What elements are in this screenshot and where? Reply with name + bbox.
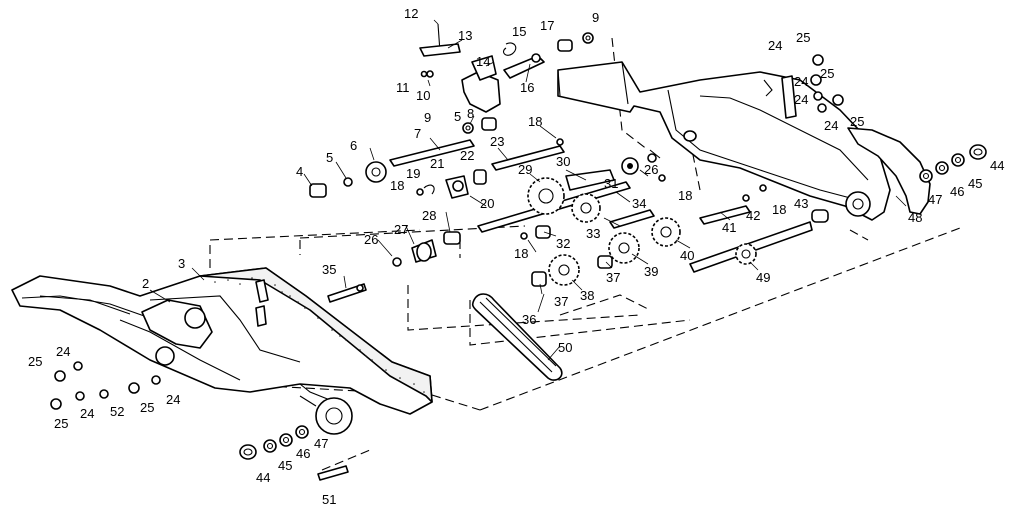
callout-48: 48: [908, 210, 922, 225]
callout-7: 7: [414, 126, 421, 141]
callout-41: 41: [722, 220, 736, 235]
callout-18-e: 18: [772, 202, 786, 217]
callout-17: 17: [540, 18, 554, 33]
callout-37-b: 37: [554, 294, 568, 309]
callout-43: 43: [794, 196, 808, 211]
callout-9-b: 9: [424, 110, 431, 125]
callout-27: 27: [394, 222, 408, 237]
callout-31: 31: [604, 176, 618, 191]
callout-35: 35: [322, 262, 336, 277]
callout-42: 42: [746, 208, 760, 223]
right-frame-plate: [557, 61, 891, 221]
callout-30: 30: [556, 154, 570, 169]
callout-24: 24: [768, 38, 782, 53]
callout-44-b: 44: [256, 470, 270, 485]
callout-24-d: 24: [824, 118, 838, 133]
callout-12: 12: [404, 6, 418, 21]
callout-34: 34: [632, 196, 646, 211]
callout-29: 29: [518, 162, 532, 177]
shafts-and-sprockets: [309, 138, 829, 303]
callout-10: 10: [416, 88, 430, 103]
callout-26-b: 26: [364, 232, 378, 247]
callout-11: 11: [396, 80, 410, 95]
callout-18-c: 18: [678, 188, 692, 203]
callout-40: 40: [680, 248, 694, 263]
callout-46: 46: [950, 184, 964, 199]
hardware-left: [50, 361, 349, 481]
callout-25-c: 25: [850, 114, 864, 129]
callout-24-c: 24: [794, 92, 808, 107]
callout-25-f: 25: [140, 400, 154, 415]
callout-15: 15: [512, 24, 526, 39]
callout-50: 50: [558, 340, 572, 355]
callout-18-b: 18: [390, 178, 404, 193]
callout-39: 39: [644, 264, 658, 279]
chain-guard-48: [847, 127, 931, 215]
callout-19: 19: [406, 166, 420, 181]
callout-9: 9: [592, 10, 599, 25]
callout-8: 8: [467, 106, 474, 121]
callout-37: 37: [606, 270, 620, 285]
callout-28: 28: [422, 208, 436, 223]
callout-labels: 12 13 15 17 9 14 11 10 16 9 8 5 7 6 5 4 …: [28, 6, 1004, 507]
leader-lines: [149, 19, 907, 361]
callout-25: 25: [796, 30, 810, 45]
callout-13: 13: [458, 28, 472, 43]
callout-51: 51: [322, 492, 336, 507]
callout-38: 38: [580, 288, 594, 303]
callout-44: 44: [990, 158, 1004, 173]
callout-26: 26: [644, 162, 658, 177]
left-frame-plate: [11, 267, 433, 435]
callout-25-d: 25: [28, 354, 42, 369]
callout-36: 36: [522, 312, 536, 327]
callout-23: 23: [490, 134, 504, 149]
callout-32: 32: [556, 236, 570, 251]
top-bracket-assembly: [419, 23, 594, 134]
callout-25-b: 25: [820, 66, 834, 81]
callout-24-e: 24: [56, 344, 70, 359]
left-plate-stipple: [214, 277, 425, 393]
callout-16: 16: [520, 80, 534, 95]
callout-24-b: 24: [794, 74, 808, 89]
callout-24-f: 24: [80, 406, 94, 421]
callout-21: 21: [430, 156, 444, 171]
callout-52: 52: [110, 404, 124, 419]
callout-2: 2: [142, 276, 149, 291]
callout-5: 5: [454, 109, 461, 124]
callout-3: 3: [178, 256, 185, 271]
callout-4: 4: [296, 164, 303, 179]
callout-46-b: 46: [296, 446, 310, 461]
callout-45: 45: [968, 176, 982, 191]
callout-45-b: 45: [278, 458, 292, 473]
callout-33: 33: [586, 226, 600, 241]
callout-25-e: 25: [54, 416, 68, 431]
drive-chain-50: [471, 293, 563, 381]
callout-6: 6: [350, 138, 357, 153]
callout-49: 49: [756, 270, 770, 285]
callout-47-b: 47: [314, 436, 328, 451]
callout-18-d: 18: [514, 246, 528, 261]
callout-18: 18: [528, 114, 542, 129]
callout-14: 14: [476, 54, 490, 69]
callout-47: 47: [928, 192, 942, 207]
hardware-right: [810, 54, 987, 183]
callout-22: 22: [460, 148, 474, 163]
callout-24-g: 24: [166, 392, 180, 407]
callout-5-b: 5: [326, 150, 333, 165]
callout-20: 20: [480, 196, 494, 211]
